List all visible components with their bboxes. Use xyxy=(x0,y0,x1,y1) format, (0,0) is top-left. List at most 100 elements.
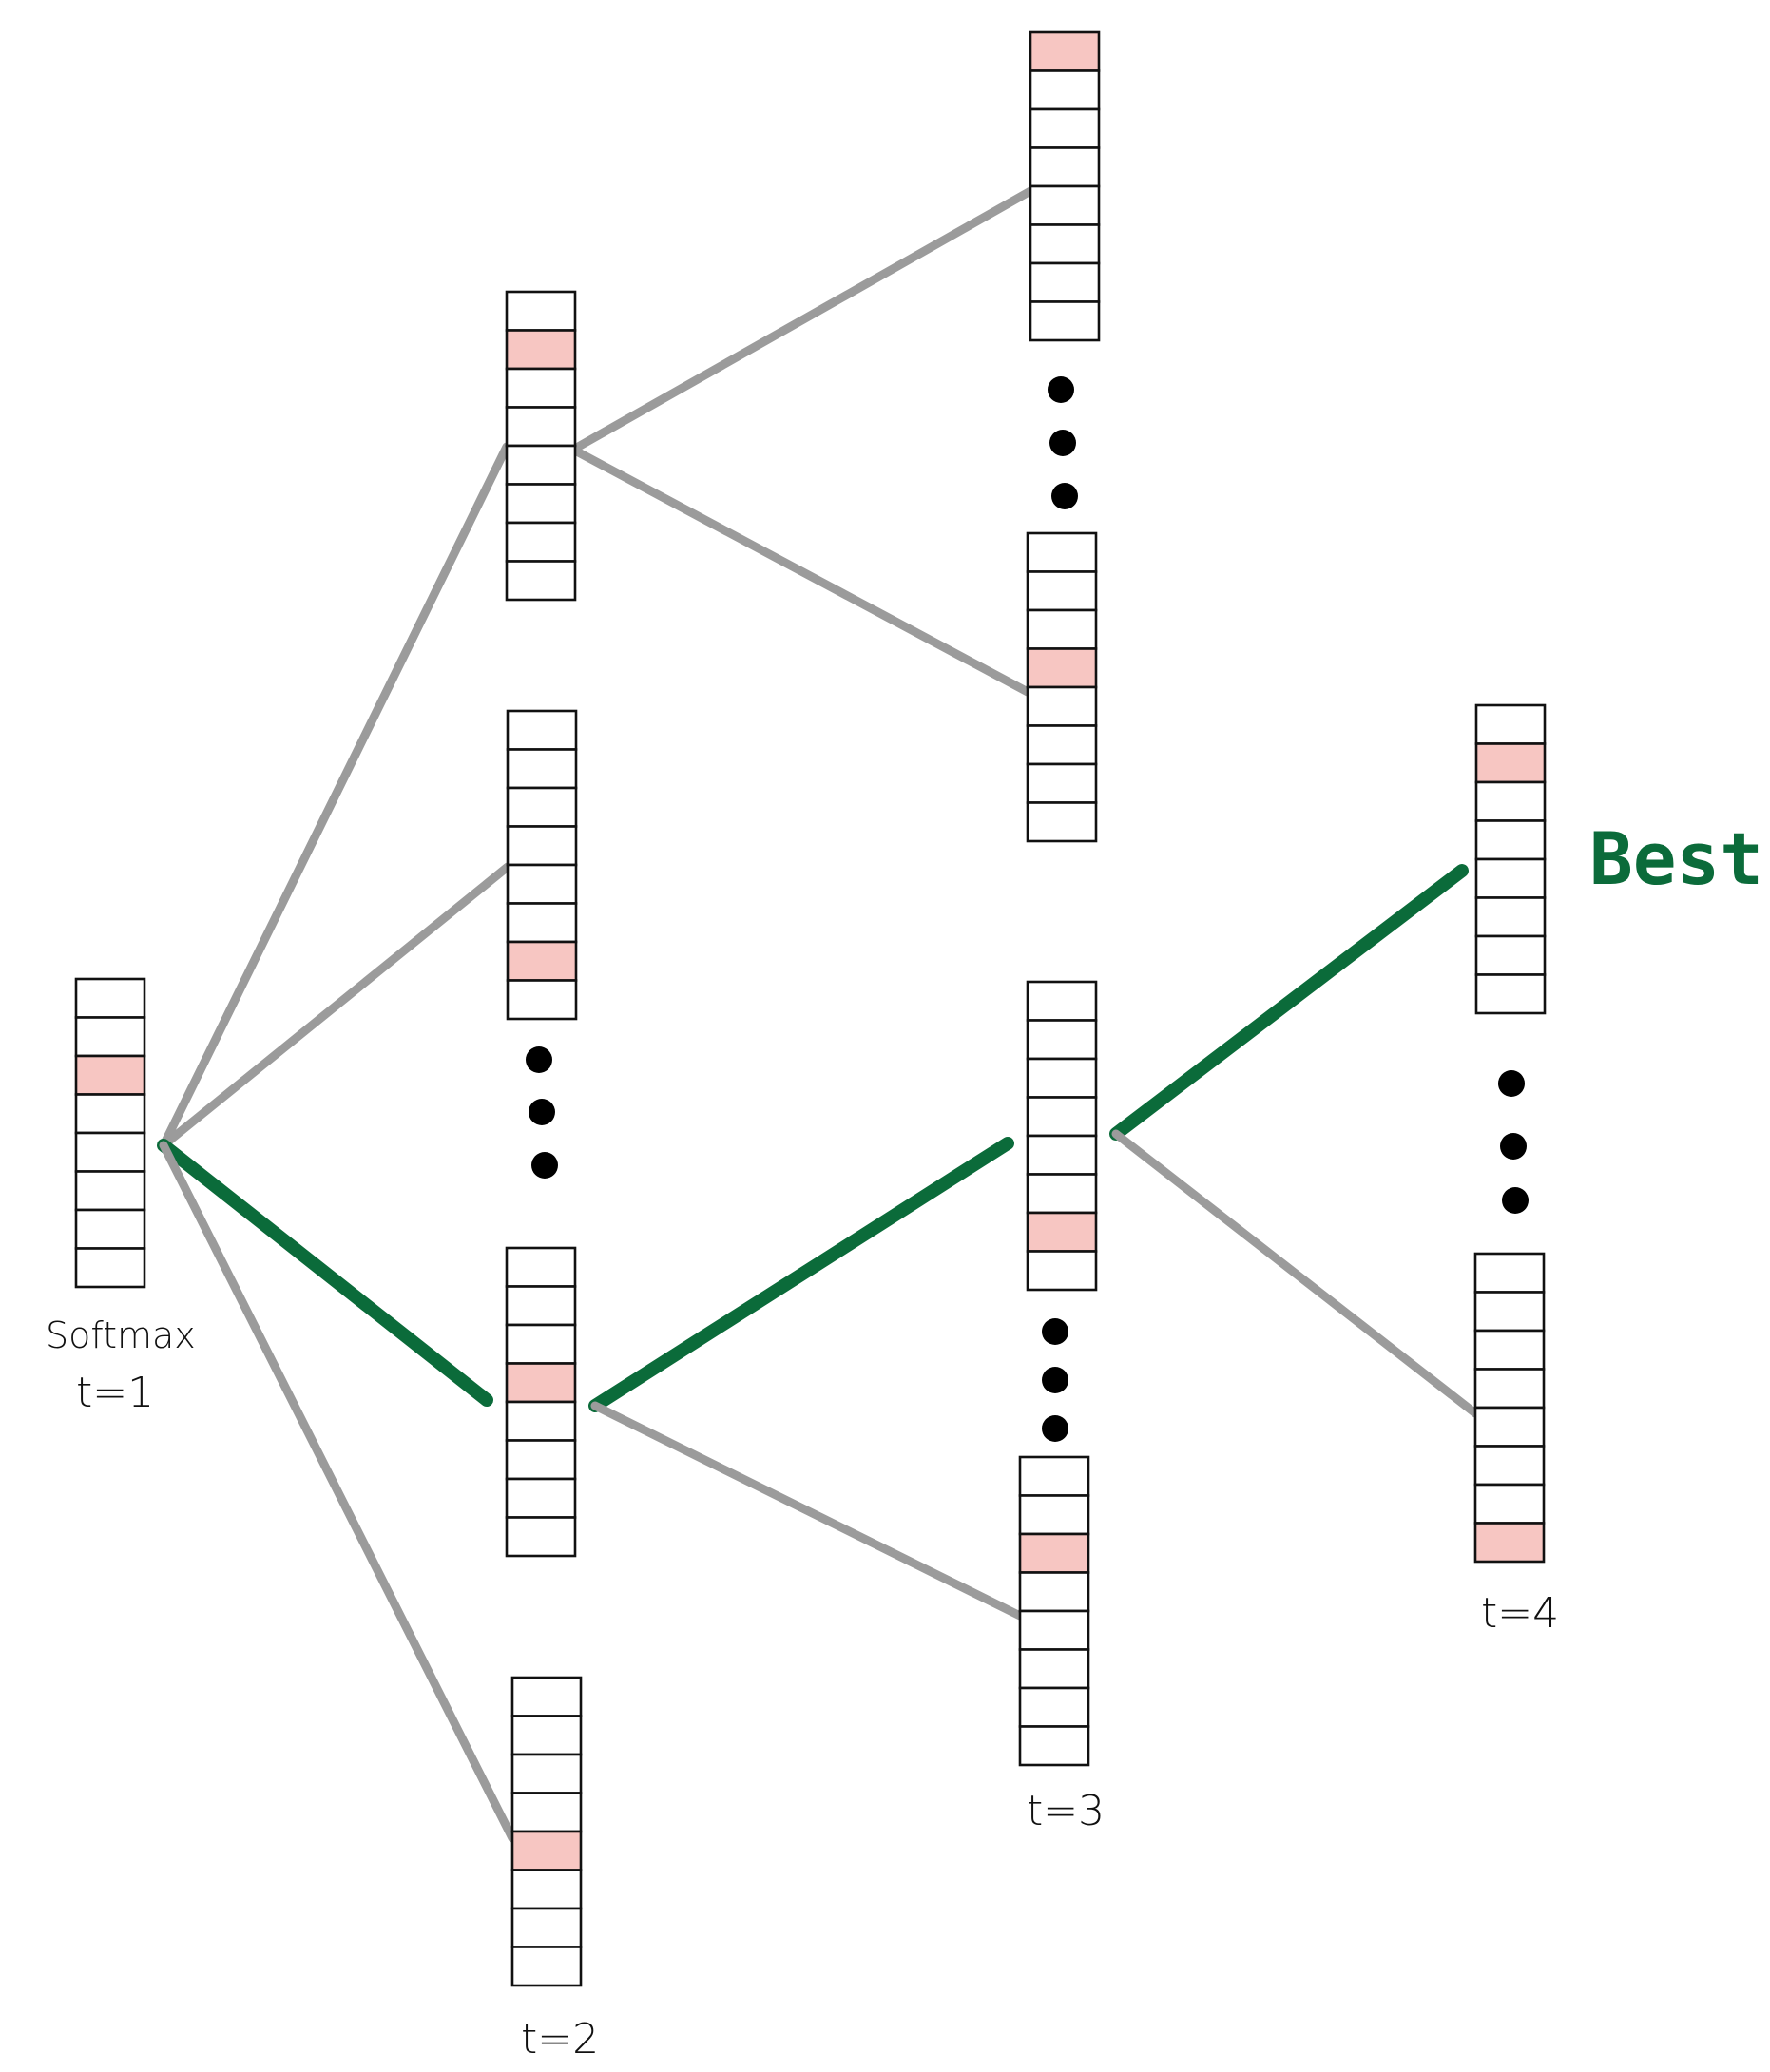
vector-cell xyxy=(1473,1368,1546,1410)
vector-cell xyxy=(1018,1648,1090,1690)
vector-cell xyxy=(510,1869,583,1910)
ellipsis-layer xyxy=(526,376,1529,1442)
vector-cell xyxy=(505,406,577,448)
vector-cell xyxy=(1029,69,1101,111)
softmax-vector-t3-c xyxy=(1026,980,1098,1292)
edge-t3c-to-t4b xyxy=(1111,1129,1480,1418)
vector-cell xyxy=(1026,1019,1098,1061)
ellipsis-dot xyxy=(1049,430,1076,456)
vector-cell xyxy=(1018,1494,1090,1536)
ellipsis-dot xyxy=(1051,483,1078,509)
vector-cell xyxy=(1018,1686,1090,1728)
vector-cell xyxy=(74,1247,146,1289)
highlighted-cell xyxy=(74,1054,146,1096)
vector-cell xyxy=(1473,1406,1546,1448)
ellipsis-dot xyxy=(1048,376,1074,403)
highlighted-cell xyxy=(1473,1522,1546,1564)
ellipsis-dot xyxy=(529,1099,555,1125)
softmax-vector-t2-c xyxy=(505,1246,577,1558)
edge-t1-to-t2d xyxy=(159,1141,517,1843)
vector-cell xyxy=(505,367,577,409)
vector-cell xyxy=(505,521,577,563)
vector-cell xyxy=(1026,1096,1098,1138)
vector-cell xyxy=(1474,703,1547,745)
softmax-label: Softmax xyxy=(46,1314,196,1356)
vector-cell xyxy=(1029,146,1101,188)
softmax-vector-t4-a xyxy=(1474,703,1547,1015)
softmax-vector-t3-a xyxy=(1029,30,1101,342)
vector-cell xyxy=(506,786,578,828)
vector-cell xyxy=(506,863,578,905)
vector-cell xyxy=(510,1907,583,1948)
vector-cell xyxy=(505,560,577,602)
vector-cell xyxy=(1026,1134,1098,1176)
vector-cell xyxy=(505,1477,577,1519)
vector-cell xyxy=(1026,685,1098,727)
vector-cell xyxy=(1018,1571,1090,1613)
vector-cell xyxy=(1473,1291,1546,1333)
vector-cell xyxy=(1018,1725,1090,1767)
vector-cell xyxy=(74,1170,146,1212)
vector-cell xyxy=(1026,570,1098,612)
vector-cell xyxy=(1473,1252,1546,1294)
vector-cell xyxy=(506,979,578,1021)
highlighted-cell xyxy=(510,1830,583,1871)
highlighted-cell xyxy=(1018,1532,1090,1574)
best-path-edge-t2c-to-t3c xyxy=(588,1137,1014,1412)
vector-cell xyxy=(510,1753,583,1794)
best-path-edge-t3c-to-t4a xyxy=(1109,864,1469,1141)
vector-cell xyxy=(1474,934,1547,976)
best-label: Best xyxy=(1589,816,1763,901)
highlighted-cell xyxy=(1029,30,1101,72)
highlighted-cell xyxy=(1026,1211,1098,1253)
vector-cell xyxy=(1029,223,1101,265)
vector-cell xyxy=(1029,107,1101,149)
vector-cell xyxy=(1026,801,1098,843)
vector-cell xyxy=(1473,1445,1546,1487)
t2-ellipsis xyxy=(526,1046,558,1179)
t2-label: t=2 xyxy=(521,2015,599,2063)
highlighted-cell xyxy=(505,329,577,371)
vector-cell xyxy=(506,825,578,867)
vector-cell xyxy=(1026,1173,1098,1215)
ellipsis-dot xyxy=(1042,1367,1068,1393)
best-path-edge-t1-to-t2c xyxy=(157,1139,493,1407)
vector-cell xyxy=(1026,531,1098,573)
vector-cell xyxy=(505,1439,577,1481)
vector-cell xyxy=(1026,762,1098,804)
t1-label: t=1 xyxy=(76,1369,154,1417)
softmax-vector-t2-b xyxy=(506,709,578,1021)
softmax-vector-t2-d xyxy=(510,1676,583,1987)
vector-cell xyxy=(505,290,577,332)
vector-cell xyxy=(1018,1609,1090,1651)
ellipsis-dot xyxy=(1498,1070,1525,1097)
columns-layer xyxy=(74,30,1547,1987)
vector-cell xyxy=(1026,724,1098,766)
vector-cell xyxy=(505,444,577,486)
ellipsis-dot xyxy=(1502,1187,1529,1214)
vector-cell xyxy=(1474,857,1547,899)
vector-cell xyxy=(1473,1329,1546,1371)
vector-cell xyxy=(506,709,578,751)
t4-ellipsis xyxy=(1498,1070,1529,1214)
vector-cell xyxy=(510,1946,583,1987)
vector-cell xyxy=(1026,1250,1098,1292)
vector-cell xyxy=(1474,973,1547,1015)
ellipsis-dot xyxy=(526,1046,552,1073)
vector-cell xyxy=(1029,300,1101,342)
vector-cell xyxy=(505,1323,577,1365)
edges-layer xyxy=(157,186,1480,1843)
ellipsis-dot xyxy=(1042,1318,1068,1345)
vector-cell xyxy=(1026,608,1098,650)
vector-cell xyxy=(510,1676,583,1717)
highlighted-cell xyxy=(1026,647,1098,689)
vector-cell xyxy=(1026,980,1098,1022)
softmax-vector-t2-a xyxy=(505,290,577,602)
vector-cell xyxy=(74,1093,146,1135)
vector-cell xyxy=(1474,780,1547,822)
vector-cell xyxy=(510,1715,583,1756)
edge-t2c-to-t3d xyxy=(590,1401,1025,1621)
edge-t2a-to-t3a xyxy=(568,186,1035,454)
t3-label: t=3 xyxy=(1027,1787,1105,1835)
